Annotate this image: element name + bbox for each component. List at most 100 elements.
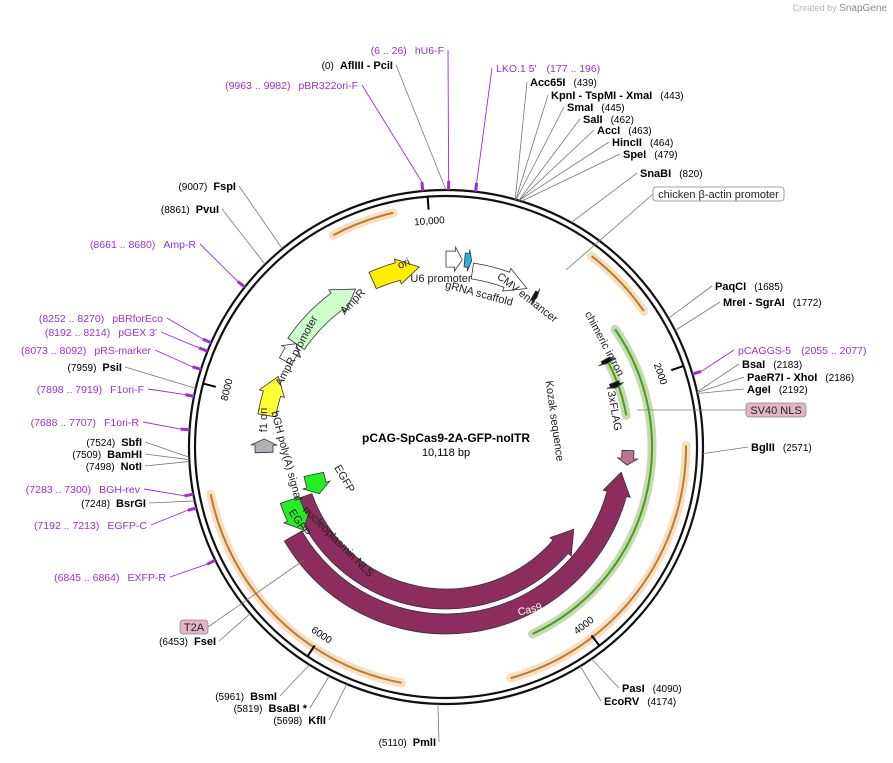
restriction-site[interactable]: PvuI(8861) bbox=[161, 204, 219, 216]
site-leader-line bbox=[144, 461, 190, 467]
primer-name[interactable]: pGEX 3' bbox=[118, 327, 157, 339]
site-name[interactable]: HincII bbox=[612, 137, 642, 149]
restriction-site[interactable]: Acc65I(439) bbox=[530, 77, 597, 89]
site-name[interactable]: PsiI bbox=[102, 362, 122, 374]
site-name[interactable]: BglII bbox=[751, 442, 775, 454]
restriction-site[interactable]: PaqCI(1685) bbox=[715, 281, 783, 293]
primer-name[interactable]: EGFP-C bbox=[107, 520, 147, 532]
site-leader-line bbox=[697, 388, 745, 394]
restriction-site[interactable]: BsaI(2183) bbox=[742, 359, 802, 371]
restriction-site[interactable]: HincII(464) bbox=[612, 137, 673, 149]
primer-name[interactable]: pBR322ori-F bbox=[298, 80, 358, 92]
restriction-site[interactable]: BsaBI *(5819) bbox=[234, 703, 308, 715]
primer-site[interactable]: pCAGGS-5(2055 .. 2077) bbox=[738, 345, 867, 357]
primer-leader-line bbox=[199, 243, 239, 282]
restriction-site[interactable]: PaeR7I - XhoI(2186) bbox=[747, 372, 854, 384]
restriction-site[interactable]: FseI (6453) bbox=[159, 636, 216, 648]
restriction-site[interactable]: BglII(2571) bbox=[751, 442, 812, 454]
primer-marker bbox=[191, 365, 202, 371]
site-name[interactable]: NotI bbox=[121, 461, 142, 473]
primer-name[interactable]: pRS-marker bbox=[94, 345, 151, 357]
site-name[interactable]: PmlI bbox=[413, 737, 436, 749]
restriction-site[interactable]: MreI - SgrAI(1772) bbox=[723, 297, 822, 309]
sv40-nls-label[interactable]: SV40 NLS bbox=[745, 402, 807, 418]
site-leader-line bbox=[518, 118, 581, 201]
primer-site[interactable]: Amp-R(8661 .. 8680) bbox=[90, 239, 196, 251]
site-name[interactable]: SpeI bbox=[623, 149, 646, 161]
restriction-site[interactable]: KflI(5698) bbox=[273, 715, 326, 727]
restriction-site[interactable]: BsmI(5961) bbox=[215, 691, 277, 703]
primer-name[interactable]: pBRforEco bbox=[112, 313, 163, 325]
site-name[interactable]: FspI bbox=[213, 181, 236, 193]
site-name[interactable]: PaeR7I - XhoI bbox=[747, 372, 817, 384]
restriction-site[interactable]: EcoRV (4174) bbox=[604, 696, 676, 708]
restriction-site[interactable]: SalI (462) bbox=[583, 114, 634, 126]
site-name[interactable]: BamHI bbox=[107, 449, 142, 461]
label-text: T2A bbox=[184, 622, 205, 634]
site-name[interactable]: SalI bbox=[583, 114, 603, 126]
restriction-site[interactable]: AgeI (2192) bbox=[747, 384, 808, 396]
primer-range: (7898 .. 7919) bbox=[37, 384, 102, 396]
site-name[interactable]: BsmI bbox=[250, 691, 277, 703]
site-name[interactable]: Acc65I bbox=[530, 77, 565, 89]
site-name[interactable]: EcoRV bbox=[604, 696, 640, 708]
primer-name[interactable]: pCAGGS-5 bbox=[738, 345, 791, 357]
primer-name[interactable]: BGH-rev bbox=[99, 484, 141, 496]
primer-site[interactable]: BGH-rev(7283 .. 7300) bbox=[26, 484, 141, 496]
site-position: (462) bbox=[611, 115, 634, 126]
primer-name[interactable]: EXFP-R bbox=[127, 572, 166, 584]
site-name[interactable]: AgeI bbox=[747, 384, 771, 396]
site-name[interactable]: BsrGI bbox=[116, 498, 146, 510]
primer-name[interactable]: F1ori-F bbox=[110, 384, 144, 396]
site-name[interactable]: PaqCI bbox=[715, 281, 746, 293]
primer-name[interactable]: LKO.1 5' bbox=[496, 63, 537, 75]
primer-name[interactable]: F1ori-R bbox=[104, 417, 139, 429]
site-name[interactable]: MreI - SgrAI bbox=[723, 297, 785, 309]
primer-site[interactable]: F1ori-F (7898 .. 7919) bbox=[37, 384, 144, 396]
primer-site[interactable]: LKO.1 5'(177 .. 196) bbox=[496, 63, 600, 75]
restriction-site[interactable]: PmlI(5110) bbox=[379, 737, 436, 749]
chicken-beta-actin-promoter-label[interactable]: chicken β-actin promoter bbox=[652, 186, 785, 202]
primer-site[interactable]: pGEX 3'(8192 .. 8214) bbox=[45, 327, 157, 339]
restriction-site[interactable]: AflIII - PciI(0) bbox=[322, 60, 393, 72]
primer-range: (9963 .. 9982) bbox=[225, 80, 290, 92]
ampr-arrow bbox=[287, 288, 357, 350]
primer-site[interactable]: pBR322ori-F (9963 .. 9982) bbox=[225, 80, 358, 92]
restriction-site[interactable]: SpeI(479) bbox=[623, 149, 678, 161]
site-name[interactable]: KflI bbox=[308, 715, 326, 727]
site-position: (4174) bbox=[647, 697, 676, 708]
restriction-site[interactable]: BsrGI(7248) bbox=[81, 498, 146, 510]
restriction-site[interactable]: FspI(9007) bbox=[178, 181, 236, 193]
restriction-site[interactable]: AccI(463) bbox=[597, 125, 652, 137]
site-name[interactable]: SmaI bbox=[567, 102, 593, 114]
site-position: (6453) bbox=[159, 637, 188, 648]
primer-site[interactable]: pBRforEco(8252 .. 8270) bbox=[39, 313, 163, 325]
site-name[interactable]: AflIII - PciI bbox=[340, 60, 393, 72]
restriction-site[interactable]: SbfI(7524) bbox=[86, 437, 142, 449]
site-name[interactable]: FseI bbox=[194, 636, 216, 648]
site-name[interactable]: KpnI - TspMI - XmaI bbox=[551, 90, 652, 102]
restriction-site[interactable]: PsiI(7959) bbox=[68, 362, 122, 374]
site-name[interactable]: AccI bbox=[597, 125, 620, 137]
site-name[interactable]: PvuI bbox=[196, 204, 219, 216]
restriction-site[interactable]: KpnI - TspMI - XmaI(443) bbox=[551, 90, 684, 102]
primer-site[interactable]: EXFP-R(6845 .. 6864) bbox=[54, 572, 166, 584]
site-name[interactable]: PasI bbox=[622, 683, 645, 695]
primer-site[interactable]: EGFP-C(7192 .. 7213) bbox=[34, 520, 147, 532]
restriction-site[interactable]: PasI(4090) bbox=[622, 683, 682, 695]
t2a-label[interactable]: T2A bbox=[179, 619, 209, 635]
site-name[interactable]: BsaBI * bbox=[268, 703, 307, 715]
site-position: (2192) bbox=[779, 385, 808, 396]
site-name[interactable]: BsaI bbox=[742, 359, 765, 371]
primer-site[interactable]: hU6-F(6 .. 26) bbox=[371, 45, 444, 57]
restriction-site[interactable]: NotI(7498) bbox=[86, 461, 142, 473]
primer-site[interactable]: pRS-marker(8073 .. 8092) bbox=[21, 345, 151, 357]
site-name[interactable]: SnaBI bbox=[640, 168, 671, 180]
restriction-site[interactable]: SmaI(445) bbox=[567, 102, 625, 114]
primer-name[interactable]: Amp-R bbox=[163, 239, 196, 251]
site-name[interactable]: SbfI bbox=[121, 437, 142, 449]
primer-site[interactable]: F1ori-R(7688 .. 7707) bbox=[31, 417, 140, 429]
restriction-site[interactable]: SnaBI(820) bbox=[640, 168, 703, 180]
restriction-site[interactable]: BamHI(7509) bbox=[72, 449, 142, 461]
primer-name[interactable]: hU6-F bbox=[415, 45, 444, 57]
